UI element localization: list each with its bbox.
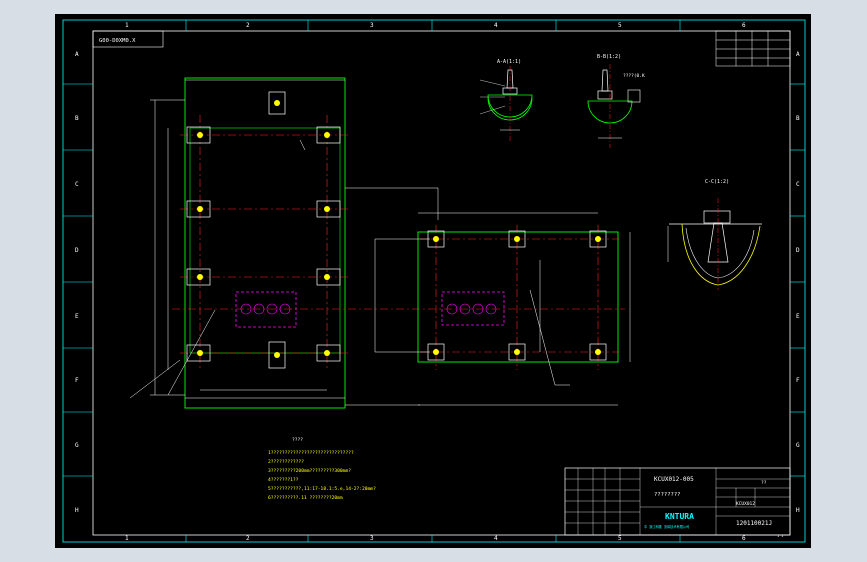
frame-outline-right [417,231,619,363]
bolt-holes-right [433,236,601,355]
plan-view-left [129,77,625,409]
section-view-b: B-B(1:2) ????(0.K [587,54,645,148]
row-label-e-right: E [796,313,800,320]
drawing-number: KCUX012-005 [654,476,694,483]
dimensions-left [150,79,439,406]
section-b-note: ????(0.K [623,73,645,79]
row-label-g-right: G [796,442,800,449]
row-label-a-right: A [796,51,800,58]
note-line-2: 2???????????? [268,459,304,465]
hidden-block-right [441,291,505,326]
notes-block: ???? 1?????????????????????????????? 2??… [268,437,376,501]
border-outer [62,19,806,543]
row-label-b-right: B [796,115,800,122]
dimensions-right [374,212,631,406]
row-label-f-right: F [796,377,800,384]
row-label-d: D [75,247,79,254]
row-label-c: C [75,181,79,188]
col-label-6: 6 [742,22,746,29]
row-label-a: A [75,51,79,58]
border-inner [92,30,791,536]
notes-title: ???? [292,437,303,443]
stamp-box [92,30,164,48]
note-line-1: 1?????????????????????????????? [268,450,354,456]
col-label-1-bottom: 1 [125,535,129,542]
row-label-h-right: H [796,507,800,514]
col-label-4: 4 [494,22,498,29]
title-mark: ?? [761,480,767,486]
col-label-6-bottom: 6 [742,535,746,542]
frame-outline-left [184,77,346,409]
bolt-holes-left [197,100,330,358]
drawing-sheet [55,14,811,548]
col-label-5: 5 [618,22,622,29]
row-label-h: H [75,507,79,514]
company-logo: KNTURA [665,512,694,521]
section-b-label: B-B(1:2) [597,54,621,60]
section-view-a: A-A(1:1) [479,59,533,142]
row-label-f: F [75,377,79,384]
page-number: 1 1 [777,534,783,538]
col-label-3: 3 [370,22,374,29]
hidden-block-left [235,291,297,328]
stamp-label: G00-D0XM0.X [99,38,136,44]
note-line-4: 4???????1?? [268,477,299,483]
row-label-g: G [75,442,79,449]
col-label-2-bottom: 2 [246,535,250,542]
drawing-name: ???????? [654,492,681,498]
section-view-c: C-C(1:2) [667,179,762,290]
serial-number: 120110021J [736,520,772,527]
mounting-pads-left [186,91,341,369]
company-subtitle: 中 浙江科隆 流体技术有限公司 [644,524,689,529]
row-label-e: E [75,313,79,320]
zone-ticks [63,20,805,542]
col-label-3-bottom: 3 [370,535,374,542]
col-label-5-bottom: 5 [618,535,622,542]
section-c-label: C-C(1:2) [705,179,729,185]
title-block: KCUX012-005 ???????? KNTURA 中 浙江科隆 流体技术有… [564,467,791,538]
col-label-1: 1 [125,22,129,29]
note-line-5: 5???????????,11:17-18.1:5.e,14-2?:20mm? [268,486,376,492]
row-label-b: B [75,115,79,122]
revision-table [715,30,791,67]
drawing-number-small: KCUX012 [736,501,755,507]
row-label-c-right: C [796,181,800,188]
note-line-6: 6??????????.11 ????????20mm [268,495,343,501]
note-line-3: 3?????????200mm?????????300mm? [268,468,351,474]
col-label-2: 2 [246,22,250,29]
plan-view-right [374,212,631,406]
section-a-label: A-A(1:1) [497,59,521,65]
centerlines-left [172,115,625,370]
col-label-4-bottom: 4 [494,535,498,542]
row-label-d-right: D [796,247,800,254]
